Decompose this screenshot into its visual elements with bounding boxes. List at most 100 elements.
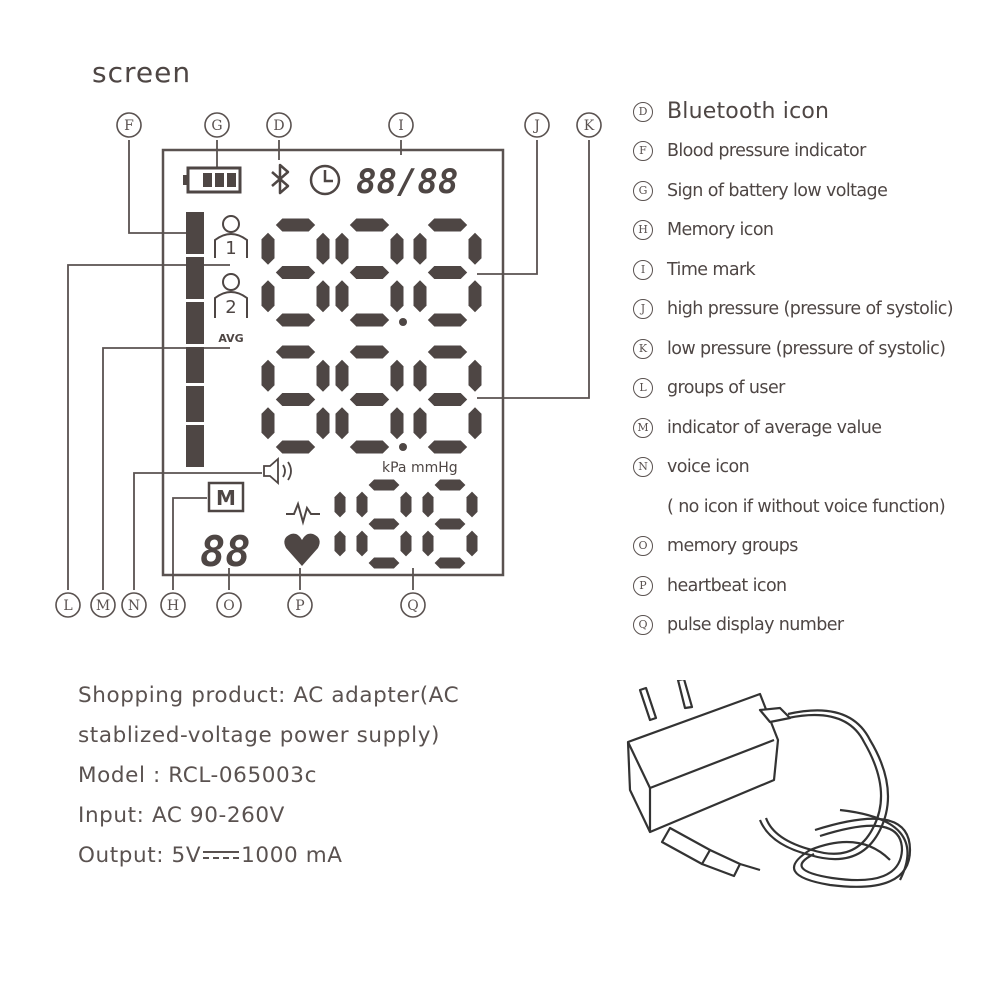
- heartbeat-icon: [284, 500, 320, 566]
- leader-j: [477, 140, 538, 275]
- legend-letter-badge: I: [633, 259, 653, 280]
- lcd-segment: [427, 345, 468, 359]
- lcd-segment: [316, 407, 330, 440]
- svg-text:N: N: [128, 598, 140, 614]
- lcd-segment: [413, 232, 427, 265]
- systolic-digit-2: [335, 218, 404, 327]
- legend-text: indicator of average value: [667, 417, 882, 438]
- product-info: Shopping product: AC adapter(AC stablize…: [78, 676, 459, 876]
- ac-adapter-icon: [626, 680, 912, 888]
- legend-letter-badge: H: [633, 220, 653, 241]
- legend-text: memory groups: [667, 536, 798, 557]
- lcd-segment: [427, 313, 468, 327]
- lcd-segment: [434, 557, 466, 569]
- lcd-frame: [161, 148, 505, 577]
- legend-text: pulse display number: [667, 615, 844, 636]
- lcd-segment: [275, 345, 316, 359]
- svg-text:Q: Q: [407, 598, 418, 614]
- lcd-segment: [390, 407, 404, 440]
- legend-text: Sign of battery low voltage: [667, 180, 888, 201]
- callout-h: H: [160, 592, 186, 618]
- svg-text:G: G: [211, 118, 222, 134]
- pulse-digit-1: [334, 491, 346, 557]
- output-suffix: 1000 mA: [241, 843, 343, 868]
- leader-n: [133, 472, 262, 590]
- callout-f: F: [116, 112, 142, 138]
- lcd-segment: [261, 359, 275, 392]
- legend-text: ( no icon if without voice function): [667, 496, 946, 517]
- lcd-segment: [349, 440, 390, 454]
- lcd-segment: [390, 280, 404, 313]
- lcd-segment: [349, 345, 390, 359]
- leader-f: [128, 140, 196, 234]
- callout-q: Q: [400, 592, 426, 618]
- lcd-segment: [368, 518, 400, 530]
- user-2-number: 2: [225, 297, 236, 318]
- lcd-segment: [349, 393, 390, 406]
- lcd-segment: [316, 280, 330, 313]
- lcd-segment: [275, 313, 316, 327]
- legend-text: Time mark: [667, 259, 756, 280]
- lcd-segment: [468, 280, 482, 313]
- callout-p: P: [287, 592, 313, 618]
- lcd-segment: [434, 479, 466, 491]
- pulse-digits: [334, 479, 478, 569]
- lcd-segment: [275, 218, 316, 232]
- legend-letter-badge: P: [633, 575, 653, 596]
- lcd-segment: [422, 491, 434, 518]
- systolic-digit-3: [413, 218, 482, 327]
- lcd-segment: [349, 218, 390, 232]
- legend-text: high pressure (pressure of systolic): [667, 299, 954, 320]
- legend-item: ( no icon if without voice function): [633, 487, 993, 527]
- lcd-segment: [334, 530, 346, 557]
- lcd-segment: [335, 359, 349, 392]
- legend-letter-badge: O: [633, 536, 653, 557]
- time-digits: 88/88: [356, 162, 458, 202]
- avg-label: AVG: [218, 332, 243, 345]
- diastolic-decimal-point: [399, 443, 407, 451]
- svg-text:K: K: [584, 118, 595, 134]
- lcd-segment: [427, 266, 468, 279]
- bluetooth-icon: [271, 163, 290, 195]
- lcd-segment: [316, 232, 330, 265]
- svg-text:M: M: [96, 598, 110, 614]
- lcd-segment: [466, 491, 478, 518]
- leader-h: [172, 497, 207, 590]
- callout-d: D: [266, 112, 292, 138]
- lcd-segment: [335, 232, 349, 265]
- lcd-segment: [413, 407, 427, 440]
- lcd-segment: [413, 280, 427, 313]
- leader-l: [67, 264, 230, 590]
- lcd-segment: [368, 557, 400, 569]
- svg-text:F: F: [124, 118, 134, 134]
- lcd-segment: [275, 440, 316, 454]
- lcd-segment: [427, 393, 468, 406]
- lcd-segment: [434, 518, 466, 530]
- lcd-segment: [261, 232, 275, 265]
- lcd-segment: [390, 359, 404, 392]
- lcd-segment: [261, 407, 275, 440]
- battery-icon: [183, 166, 242, 194]
- lcd-segment: [335, 407, 349, 440]
- lcd-segment: [316, 359, 330, 392]
- memory-icon-label: M: [216, 486, 236, 510]
- lcd-segment: [400, 491, 412, 518]
- svg-text:I: I: [398, 118, 404, 134]
- systolic-digits: [261, 218, 482, 327]
- lcd-segment: [349, 313, 390, 327]
- diastolic-digit-3: [413, 345, 482, 454]
- lcd-screen-diagram: F G D I J K L M N H O P Q 88/88: [55, 112, 602, 618]
- pulse-digit-2: [356, 479, 412, 569]
- lcd-segment: [261, 280, 275, 313]
